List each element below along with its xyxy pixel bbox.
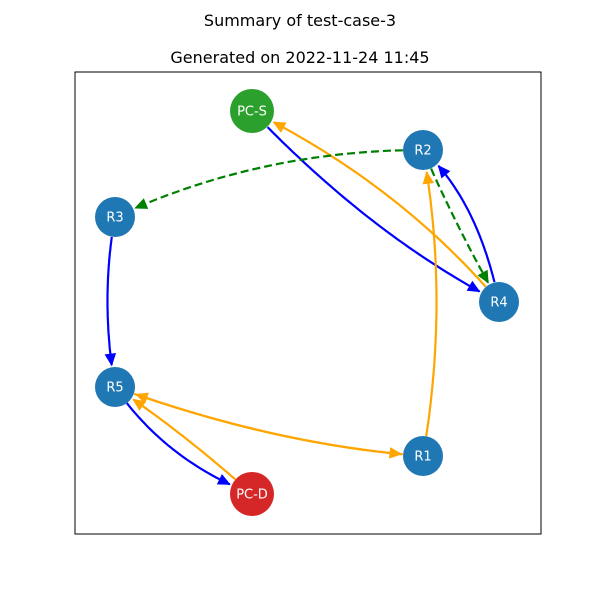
node-r3: R3 — [95, 197, 135, 237]
edges-layer — [104, 121, 496, 486]
node-label: R2 — [414, 144, 431, 159]
edge-r1-to-r2 — [425, 172, 438, 437]
arrowhead-r2-to-r3 — [134, 198, 149, 209]
node-circle — [95, 367, 135, 407]
arrowhead-r5-to-pc-d — [216, 474, 231, 485]
arrowhead-r1-to-r2 — [422, 171, 435, 185]
node-circle — [403, 130, 443, 170]
edge-r2-to-r3 — [134, 149, 403, 209]
arrowhead-r3-to-r5 — [104, 353, 117, 367]
edge-r4-to-r2 — [437, 165, 496, 283]
node-circle — [230, 89, 274, 133]
edge-r5-to-pc-d — [126, 402, 231, 486]
edge-pc-d-to-r5 — [132, 398, 237, 481]
diagram-title: Summary of test-case-3 — [203, 11, 397, 30]
node-label: R5 — [106, 381, 123, 396]
node-label: PC-D — [236, 488, 268, 503]
node-circle — [479, 282, 519, 322]
node-label: R4 — [490, 296, 507, 311]
node-pc-d: PC-D — [230, 472, 274, 516]
node-pc-s: PC-S — [230, 89, 274, 133]
edge-r5-to-r1 — [133, 392, 402, 456]
arrowhead-pc-d-to-r5 — [132, 398, 147, 411]
edge-r3-to-r5 — [106, 236, 113, 366]
node-r4: R4 — [479, 282, 519, 322]
node-circle — [95, 197, 135, 237]
plot-frame — [74, 71, 542, 535]
node-label: R3 — [106, 211, 123, 226]
node-r1: R1 — [403, 436, 443, 476]
diagram-subtitle: Generated on 2022-11-24 11:45 — [170, 48, 430, 67]
node-label: R1 — [414, 450, 431, 465]
node-label: PC-S — [237, 105, 267, 120]
edge-r4-to-pc-s — [273, 121, 487, 288]
arrowhead-r2-to-r4 — [477, 269, 489, 284]
edge-r2-to-r4 — [430, 168, 490, 284]
arrowhead-r1-to-r5 — [134, 392, 149, 404]
edge-r1-to-r5 — [135, 393, 403, 456]
node-circle — [403, 436, 443, 476]
arrowhead-r4-to-pc-s — [272, 121, 287, 133]
node-r2: R2 — [403, 130, 443, 170]
arrowhead-pc-s-to-r4 — [466, 280, 481, 293]
node-circle — [230, 472, 274, 516]
node-r5: R5 — [95, 367, 135, 407]
arrowhead-r4-to-r2 — [437, 165, 451, 179]
